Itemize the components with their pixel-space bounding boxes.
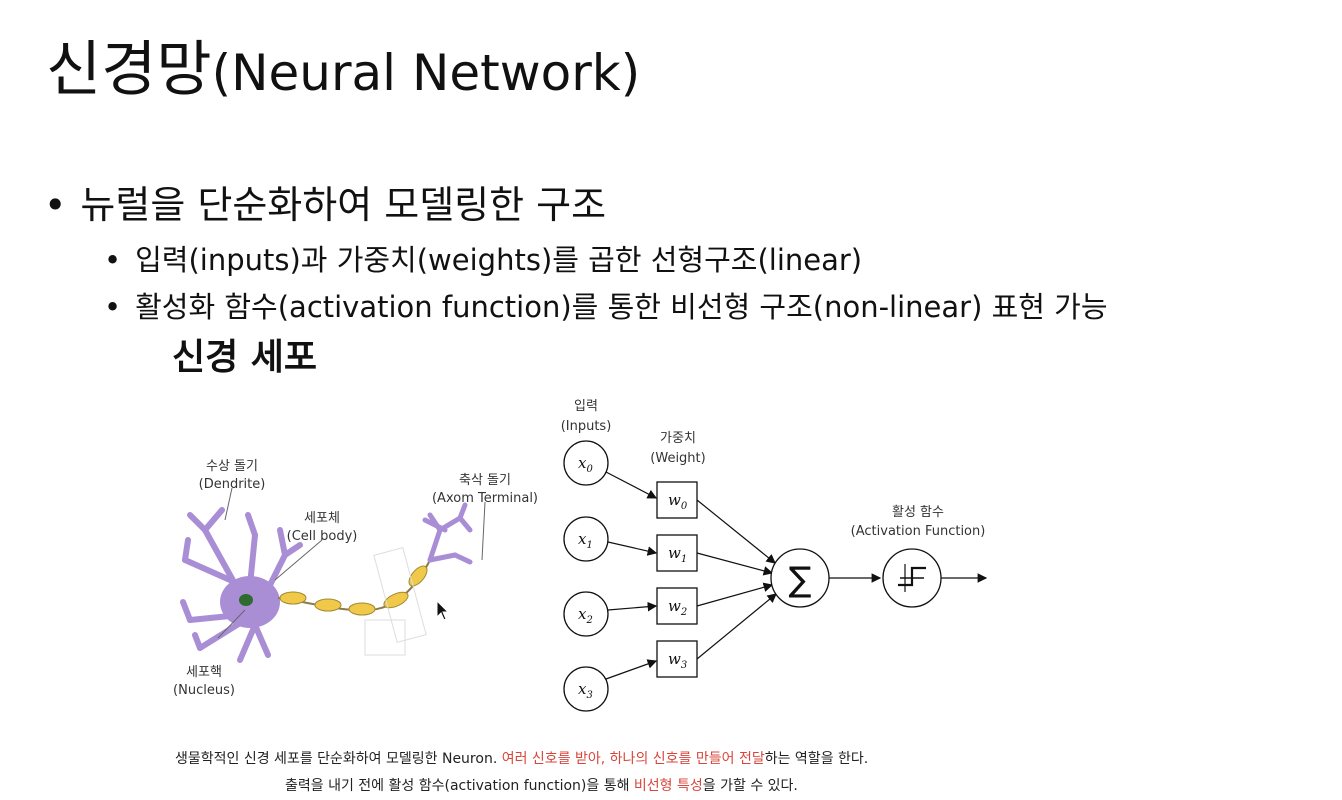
- perceptron-diagram: 입력 (Inputs) 가중치 (Weight) 활성 함수 (Activati…: [561, 399, 986, 711]
- axon-label-ko: 축삭 돌기: [459, 473, 511, 488]
- dendrite-label-ko: 수상 돌기: [206, 459, 258, 474]
- nucleus-shape: [239, 594, 253, 606]
- caption-line-1: 생물학적인 신경 세포를 단순화하여 모델링한 Neuron. 여러 신호를 받…: [175, 749, 868, 769]
- title-korean: 신경망: [46, 35, 212, 105]
- inputs-label-ko: 입력: [574, 399, 598, 414]
- slide-title: 신경망(Neural Network): [46, 28, 640, 115]
- cellbody-label-ko: 세포체: [304, 511, 340, 526]
- neuron-heading: 신경 세포: [172, 334, 317, 382]
- caption-highlight: 비선형 특성: [634, 778, 703, 794]
- dendrite-label-en: (Dendrite): [199, 477, 266, 492]
- nucleus-label-ko: 세포핵: [186, 665, 222, 680]
- diagram-figure: 수상 돌기 (Dendrite) 세포체 (Cell body) 축삭 돌기 (…: [0, 380, 1342, 740]
- caption-text: 생물학적인 신경 세포를 단순화하여 모델링한 Neuron.: [175, 751, 502, 767]
- neuron-illustration: 수상 돌기 (Dendrite) 세포체 (Cell body) 축삭 돌기 (…: [173, 459, 538, 698]
- weight-label-ko: 가중치: [660, 431, 696, 446]
- bullet-sub-text: 입력(inputs)과 가중치(weights)를 곱한 선형구조(linear…: [135, 243, 862, 277]
- nucleus-label-en: (Nucleus): [173, 683, 235, 698]
- mouse-cursor-icon: [436, 600, 450, 622]
- caption-text: 하는 역할을 한다.: [765, 751, 869, 767]
- inputs-label-en: (Inputs): [561, 419, 612, 434]
- bullet-dot-icon: •: [104, 240, 121, 280]
- title-english: (Neural Network): [212, 44, 641, 102]
- sum-symbol: ∑: [789, 560, 812, 600]
- cellbody-label-en: (Cell body): [287, 529, 358, 544]
- caption-text: 을 가할 수 있다.: [703, 778, 798, 794]
- bullet-main-text: 뉴럴을 단순화하여 모델링한 구조: [80, 183, 606, 227]
- caption-line-2: 출력을 내기 전에 활성 함수(activation function)을 통해…: [285, 776, 798, 796]
- caption-highlight: 여러 신호를 받아, 하나의 신호를 만들어 전달: [502, 751, 765, 767]
- bullet-sub-linear: • 입력(inputs)과 가중치(weights)를 곱한 선형구조(linea…: [104, 240, 862, 280]
- activation-label-en: (Activation Function): [851, 524, 986, 539]
- bullet-main: • 뉴럴을 단순화하여 모델링한 구조: [44, 180, 606, 230]
- weight-label-en: (Weight): [650, 451, 705, 466]
- bullet-sub-text: 활성화 함수(activation function)를 통한 비선형 구조(n…: [135, 290, 1107, 324]
- axon-label-en: (Axom Terminal): [432, 491, 538, 506]
- activation-label-ko: 활성 함수: [892, 505, 944, 520]
- bullet-dot-icon: •: [44, 180, 66, 230]
- bullet-sub-nonlinear: • 활성화 함수(activation function)를 통한 비선형 구조(…: [104, 287, 1108, 327]
- bullet-dot-icon: •: [104, 287, 121, 327]
- caption-text: 출력을 내기 전에 활성 함수(activation function)을 통해: [285, 778, 634, 794]
